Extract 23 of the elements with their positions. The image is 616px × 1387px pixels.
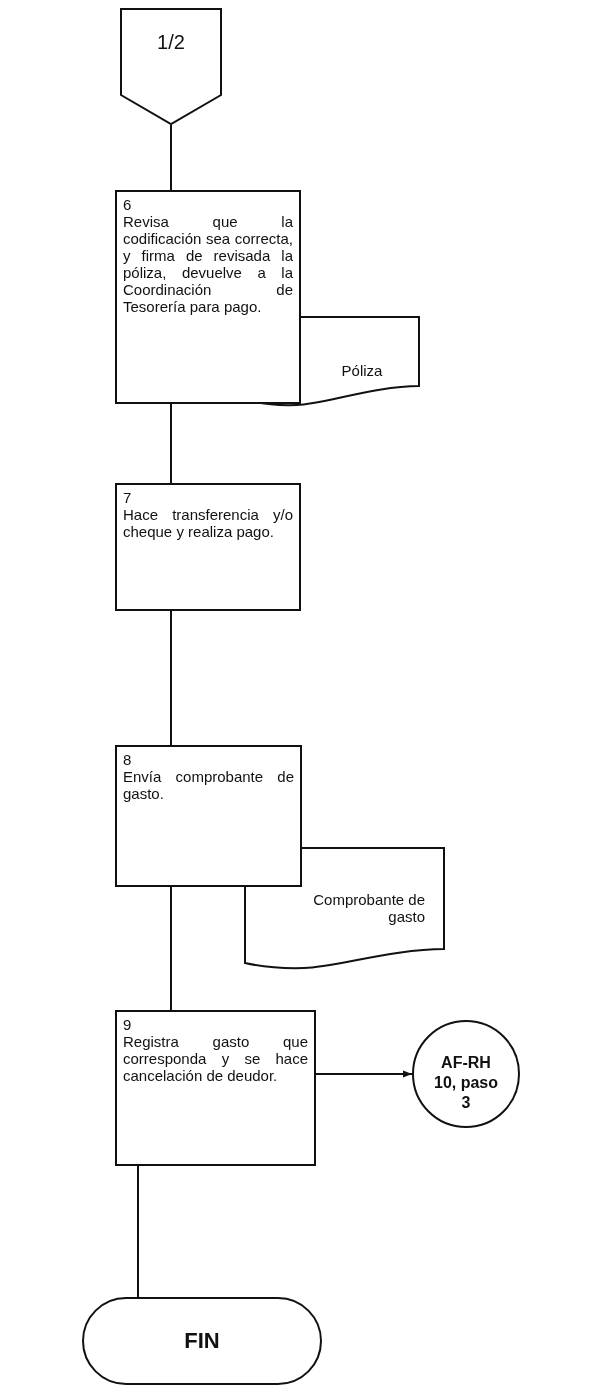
document-label: Póliza <box>340 362 384 379</box>
connector-line <box>170 403 172 484</box>
process-box <box>115 190 301 404</box>
arrow <box>315 1070 413 1078</box>
step-description: Revisa que la codificación sea correcta, y firma de revisada la póliza, devuelve a la Coordinación de Tesorería para pago. <box>123 213 293 315</box>
document-label: Comprobante de gasto <box>312 891 425 925</box>
step-number: 6 <box>123 196 132 213</box>
terminator-label: FIN <box>183 1328 221 1354</box>
process-reference: AF-RH 10, paso 3 <box>433 1053 499 1113</box>
connector-line <box>137 1165 139 1298</box>
step-description: Hace transferencia y/o cheque y realiza pago. <box>123 506 293 540</box>
connector-line <box>170 886 172 1011</box>
step-description: Registra gasto que corresponda y se hace cancelación de deudor. <box>123 1033 308 1084</box>
step-number: 8 <box>123 751 132 768</box>
step-number: 7 <box>123 489 132 506</box>
step-number: 9 <box>123 1016 132 1033</box>
process-box <box>115 1010 316 1166</box>
page-reference: 1/2 <box>156 30 186 54</box>
step-description: Envía comprobante de gasto. <box>123 768 294 802</box>
connector-line <box>170 610 172 746</box>
connector-line <box>170 124 172 191</box>
process-box <box>115 745 302 887</box>
process-box <box>115 483 301 611</box>
